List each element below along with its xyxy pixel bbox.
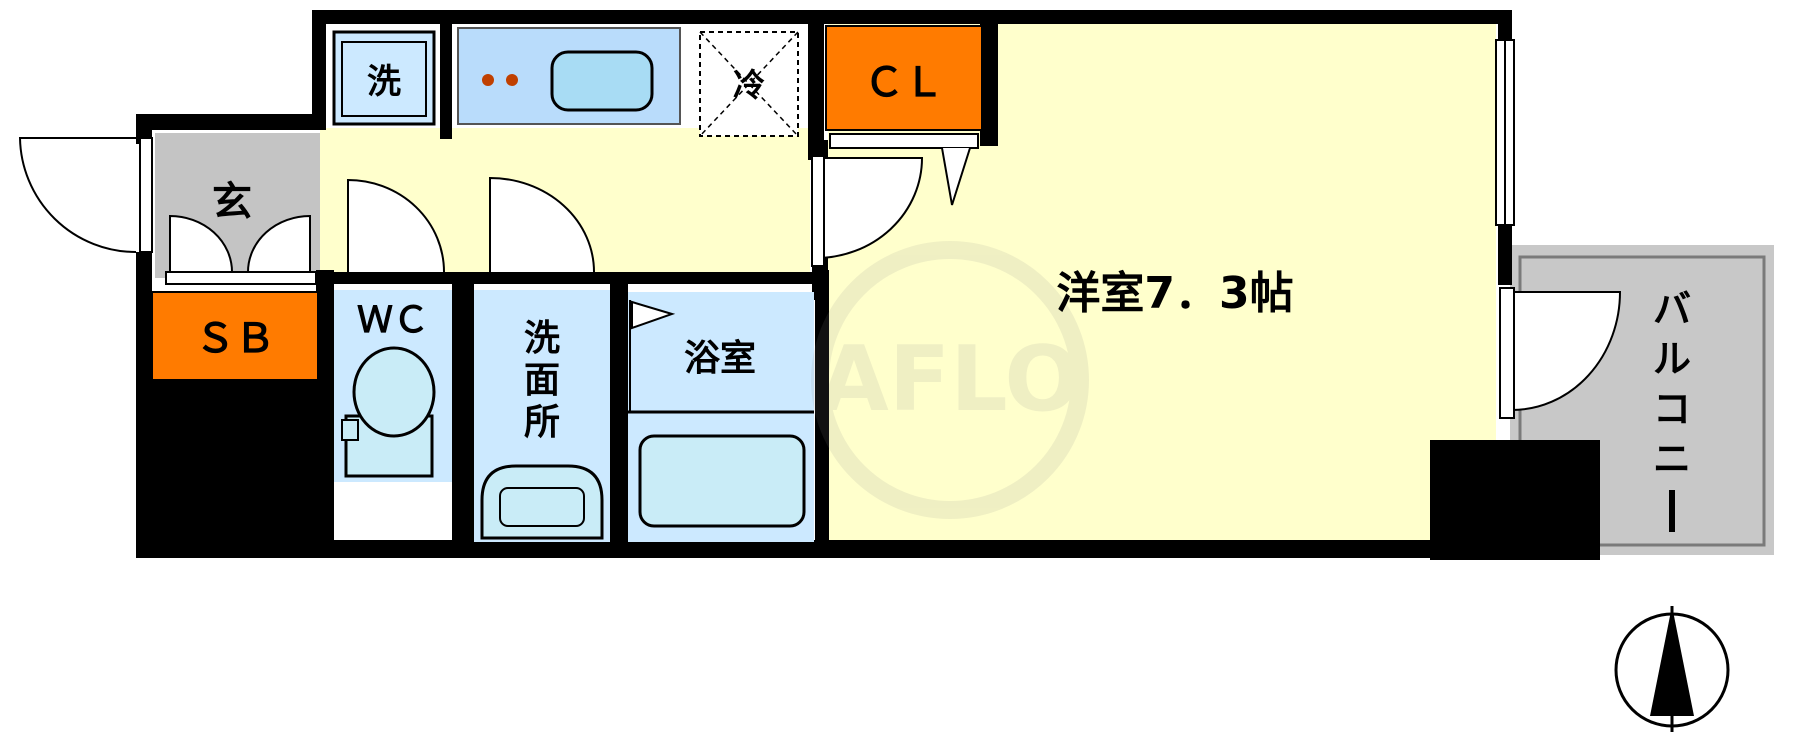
fridge-label: 冷 [733, 66, 765, 104]
balcony-door-swing [1511, 291, 1622, 411]
entrance-label: 玄 [212, 179, 252, 225]
front-door-swing [18, 137, 137, 253]
washroom-label-1: 洗 [524, 318, 560, 359]
fridge-space: 冷 [699, 31, 799, 137]
window [1495, 39, 1515, 226]
north-arrow-icon [1614, 606, 1730, 732]
toilet-icon [341, 346, 436, 478]
balcony-char-2: ル [1653, 337, 1691, 381]
washroom: 洗 面 所 [474, 176, 610, 542]
closet-label: ＣＬ [864, 60, 944, 106]
toilet-room: ＷＣ [334, 178, 452, 482]
watermark: AFLO [811, 241, 1089, 519]
balcony-char-1: バ [1653, 287, 1691, 331]
bath-label: 浴室 [684, 338, 756, 379]
kitchen-counter [457, 27, 681, 125]
stove-burner-icon [482, 74, 518, 86]
washer-label: 洗 [367, 62, 401, 102]
room-door-swing [815, 157, 924, 259]
watermark-text: AFLO [819, 327, 1081, 432]
sink-icon [550, 50, 654, 112]
column-block [1430, 440, 1600, 560]
balcony-char-4: ニ [1653, 437, 1691, 481]
washroom-label-3: 所 [524, 402, 560, 443]
washer-space: 洗 [332, 30, 436, 126]
washroom-door-swing [489, 176, 595, 273]
toilet-label: ＷＣ [357, 300, 429, 341]
closet: ＣＬ [825, 25, 983, 206]
shoebox-label: ＳＢ [195, 316, 275, 362]
balcony-char-5 [1669, 490, 1675, 532]
western-room-label: 洋室7．3帖 [1056, 268, 1293, 319]
bath: 浴室 [628, 292, 814, 542]
washroom-label-2: 面 [524, 360, 560, 401]
shoebox: ＳＢ [151, 291, 319, 381]
bathtub-icon [638, 434, 806, 528]
entrance: 玄 [18, 137, 317, 285]
balcony-label: バ ル コ ニ [1653, 287, 1691, 532]
balcony-char-3: コ [1653, 387, 1691, 431]
toilet-door-swing [347, 178, 445, 273]
walls [136, 10, 1600, 560]
